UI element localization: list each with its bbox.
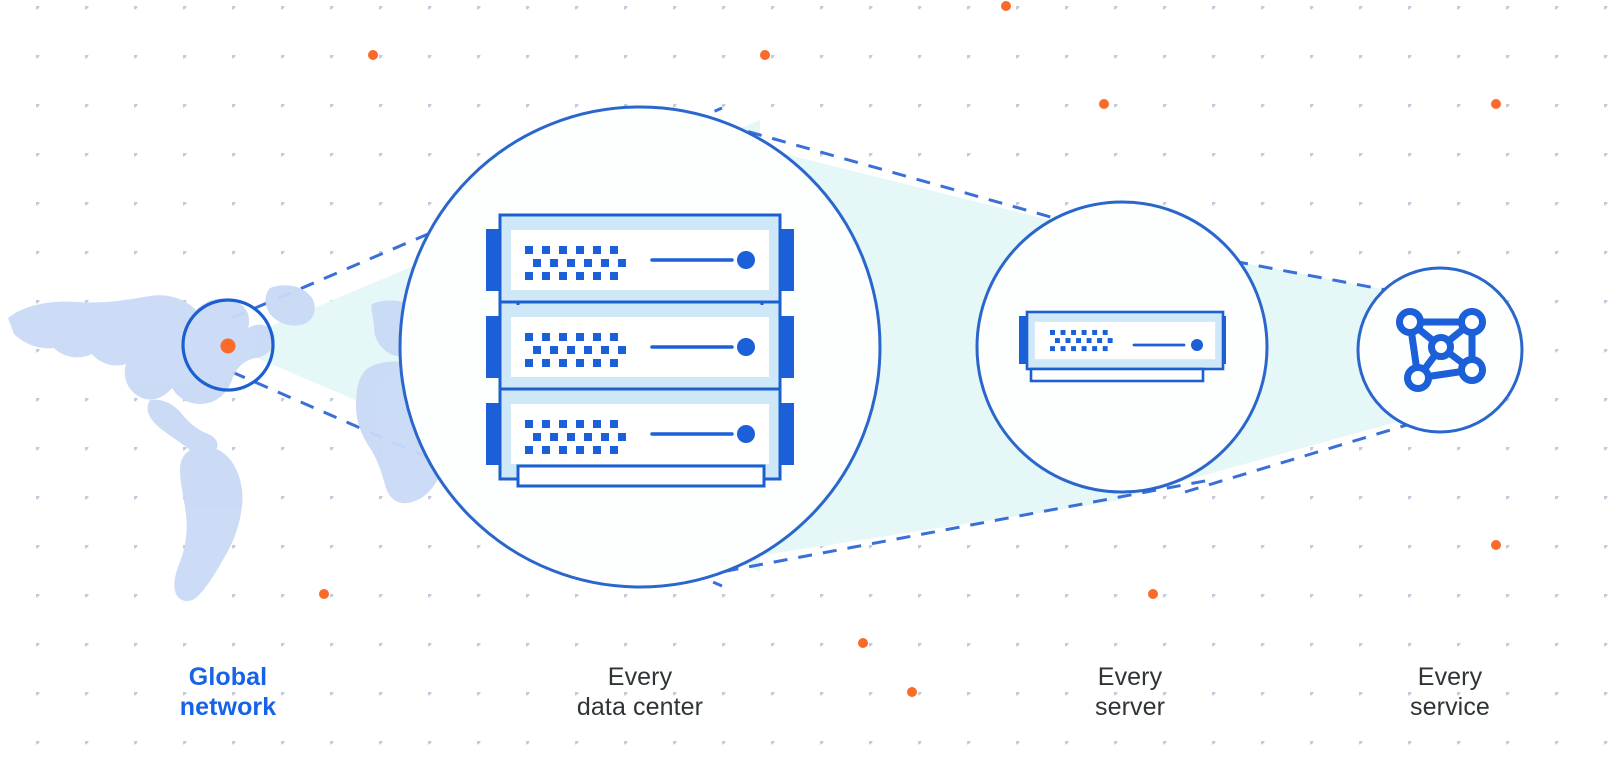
rack-unit-1 [486,215,794,305]
rack-unit-2 [486,302,794,392]
mesh-node [1458,356,1486,384]
highlight-dot [1001,1,1011,11]
map-focus-pin [220,338,236,354]
dashed-ray-top-mid [699,116,1211,264]
highlight-dots [319,1,1501,697]
highlight-dot [1148,589,1158,599]
server-rack-icon [486,215,794,488]
map-focus-circle [181,298,275,392]
service-node [1356,266,1524,434]
stage-label-every-server: Every server [1094,663,1166,721]
mesh-node [1458,308,1486,336]
dashed-ray-top-right [1184,250,1451,304]
highlight-dot [319,589,329,599]
highlight-dot [1099,99,1109,109]
highlight-dot [858,638,868,648]
highlight-dot [368,50,378,60]
server-node [975,200,1269,494]
mesh-node-center [1428,334,1454,360]
mesh-node [1404,364,1432,392]
stage-label-every-service: Every service [1410,663,1490,721]
single-server-icon [1019,310,1226,383]
stage-label-global-network: Global network [179,663,277,721]
rack-base [516,464,766,488]
dashed-ray-top-left [231,106,723,320]
stage-label-every-data-center: Every data center [576,663,704,721]
mesh-node [1396,308,1424,336]
network-mesh-icon [1396,308,1486,392]
server-base [1029,367,1205,383]
highlight-dot [1491,99,1501,109]
highlight-dot [907,687,917,697]
data-center-node [398,105,882,589]
highlight-dot [1491,540,1501,550]
dashed-ray-bot-mid [699,478,1211,578]
highlight-dot [760,50,770,60]
